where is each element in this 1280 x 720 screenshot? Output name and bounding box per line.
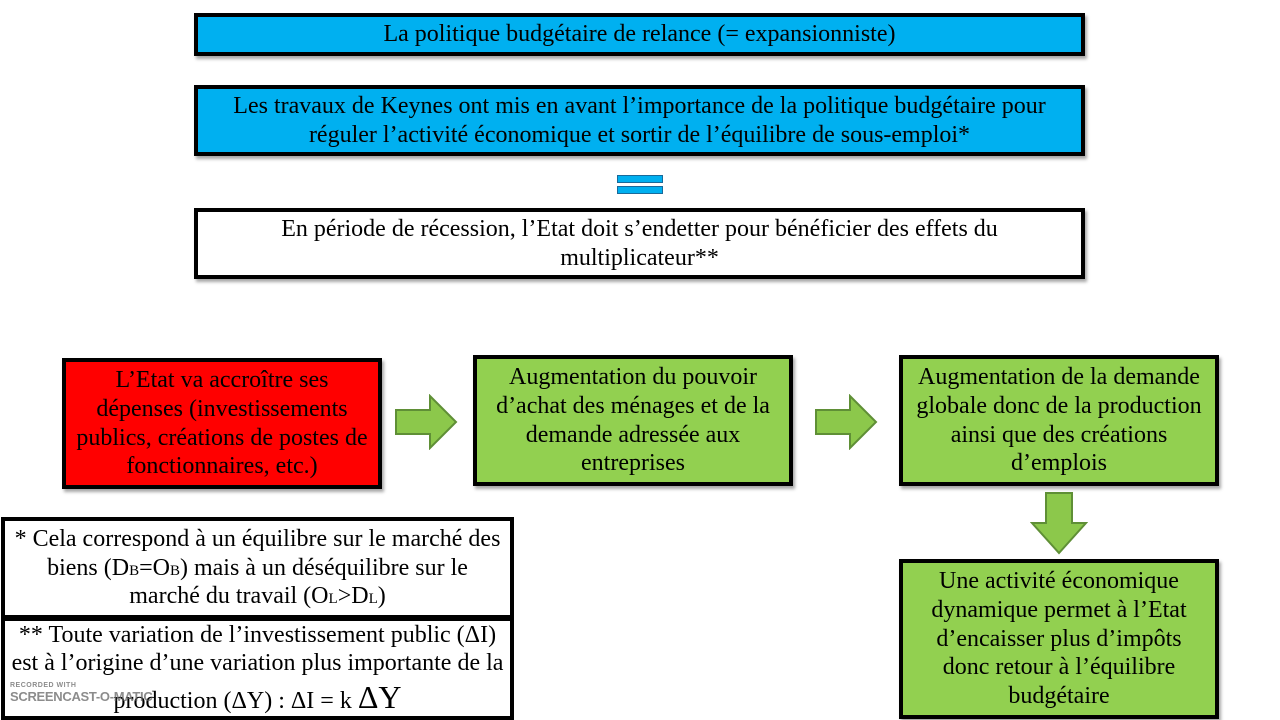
footnote-multiplier: ** Toute variation de l’investissement p… (1, 617, 514, 720)
tax-revenue-box: Une activité économique dynamique permet… (899, 559, 1219, 719)
purchasing-power-box: Augmentation du pouvoir d’achat des ména… (473, 355, 793, 486)
global-demand-text: Augmentation de la demande globale donc … (916, 363, 1202, 477)
recession-box: En période de récession, l’Etat doit s’e… (194, 208, 1085, 279)
footnote-multiplier-text: ** Toute variation de l’investissement p… (11, 621, 504, 716)
recession-text: En période de récession, l’Etat doit s’e… (281, 215, 998, 271)
tax-revenue-text: Une activité économique dynamique permet… (931, 568, 1187, 710)
right-arrow-icon (395, 394, 458, 450)
footnote-underemployment-text: * Cela correspond à un équilibre sur le … (14, 525, 501, 610)
down-arrow-icon (1030, 492, 1088, 555)
purchasing-power-text: Augmentation du pouvoir d’achat des ména… (496, 363, 770, 477)
right-arrow-icon (815, 394, 878, 450)
equals-sign (617, 173, 663, 197)
title-box: La politique budgétaire de relance (= ex… (194, 13, 1085, 56)
footnote-underemployment: * Cela correspond à un équilibre sur le … (1, 517, 514, 619)
title-text: La politique budgétaire de relance (= ex… (383, 21, 896, 48)
state-spending-text: L’Etat va accroître ses dépenses (invest… (76, 366, 368, 480)
state-spending-box: L’Etat va accroître ses dépenses (invest… (62, 358, 382, 489)
global-demand-box: Augmentation de la demande globale donc … (899, 355, 1219, 486)
keynes-box: Les travaux de Keynes ont mis en avant l… (194, 85, 1085, 156)
keynes-text: Les travaux de Keynes ont mis en avant l… (233, 92, 1046, 148)
equals-bar-bottom (617, 186, 663, 194)
equals-bar-top (617, 175, 663, 183)
